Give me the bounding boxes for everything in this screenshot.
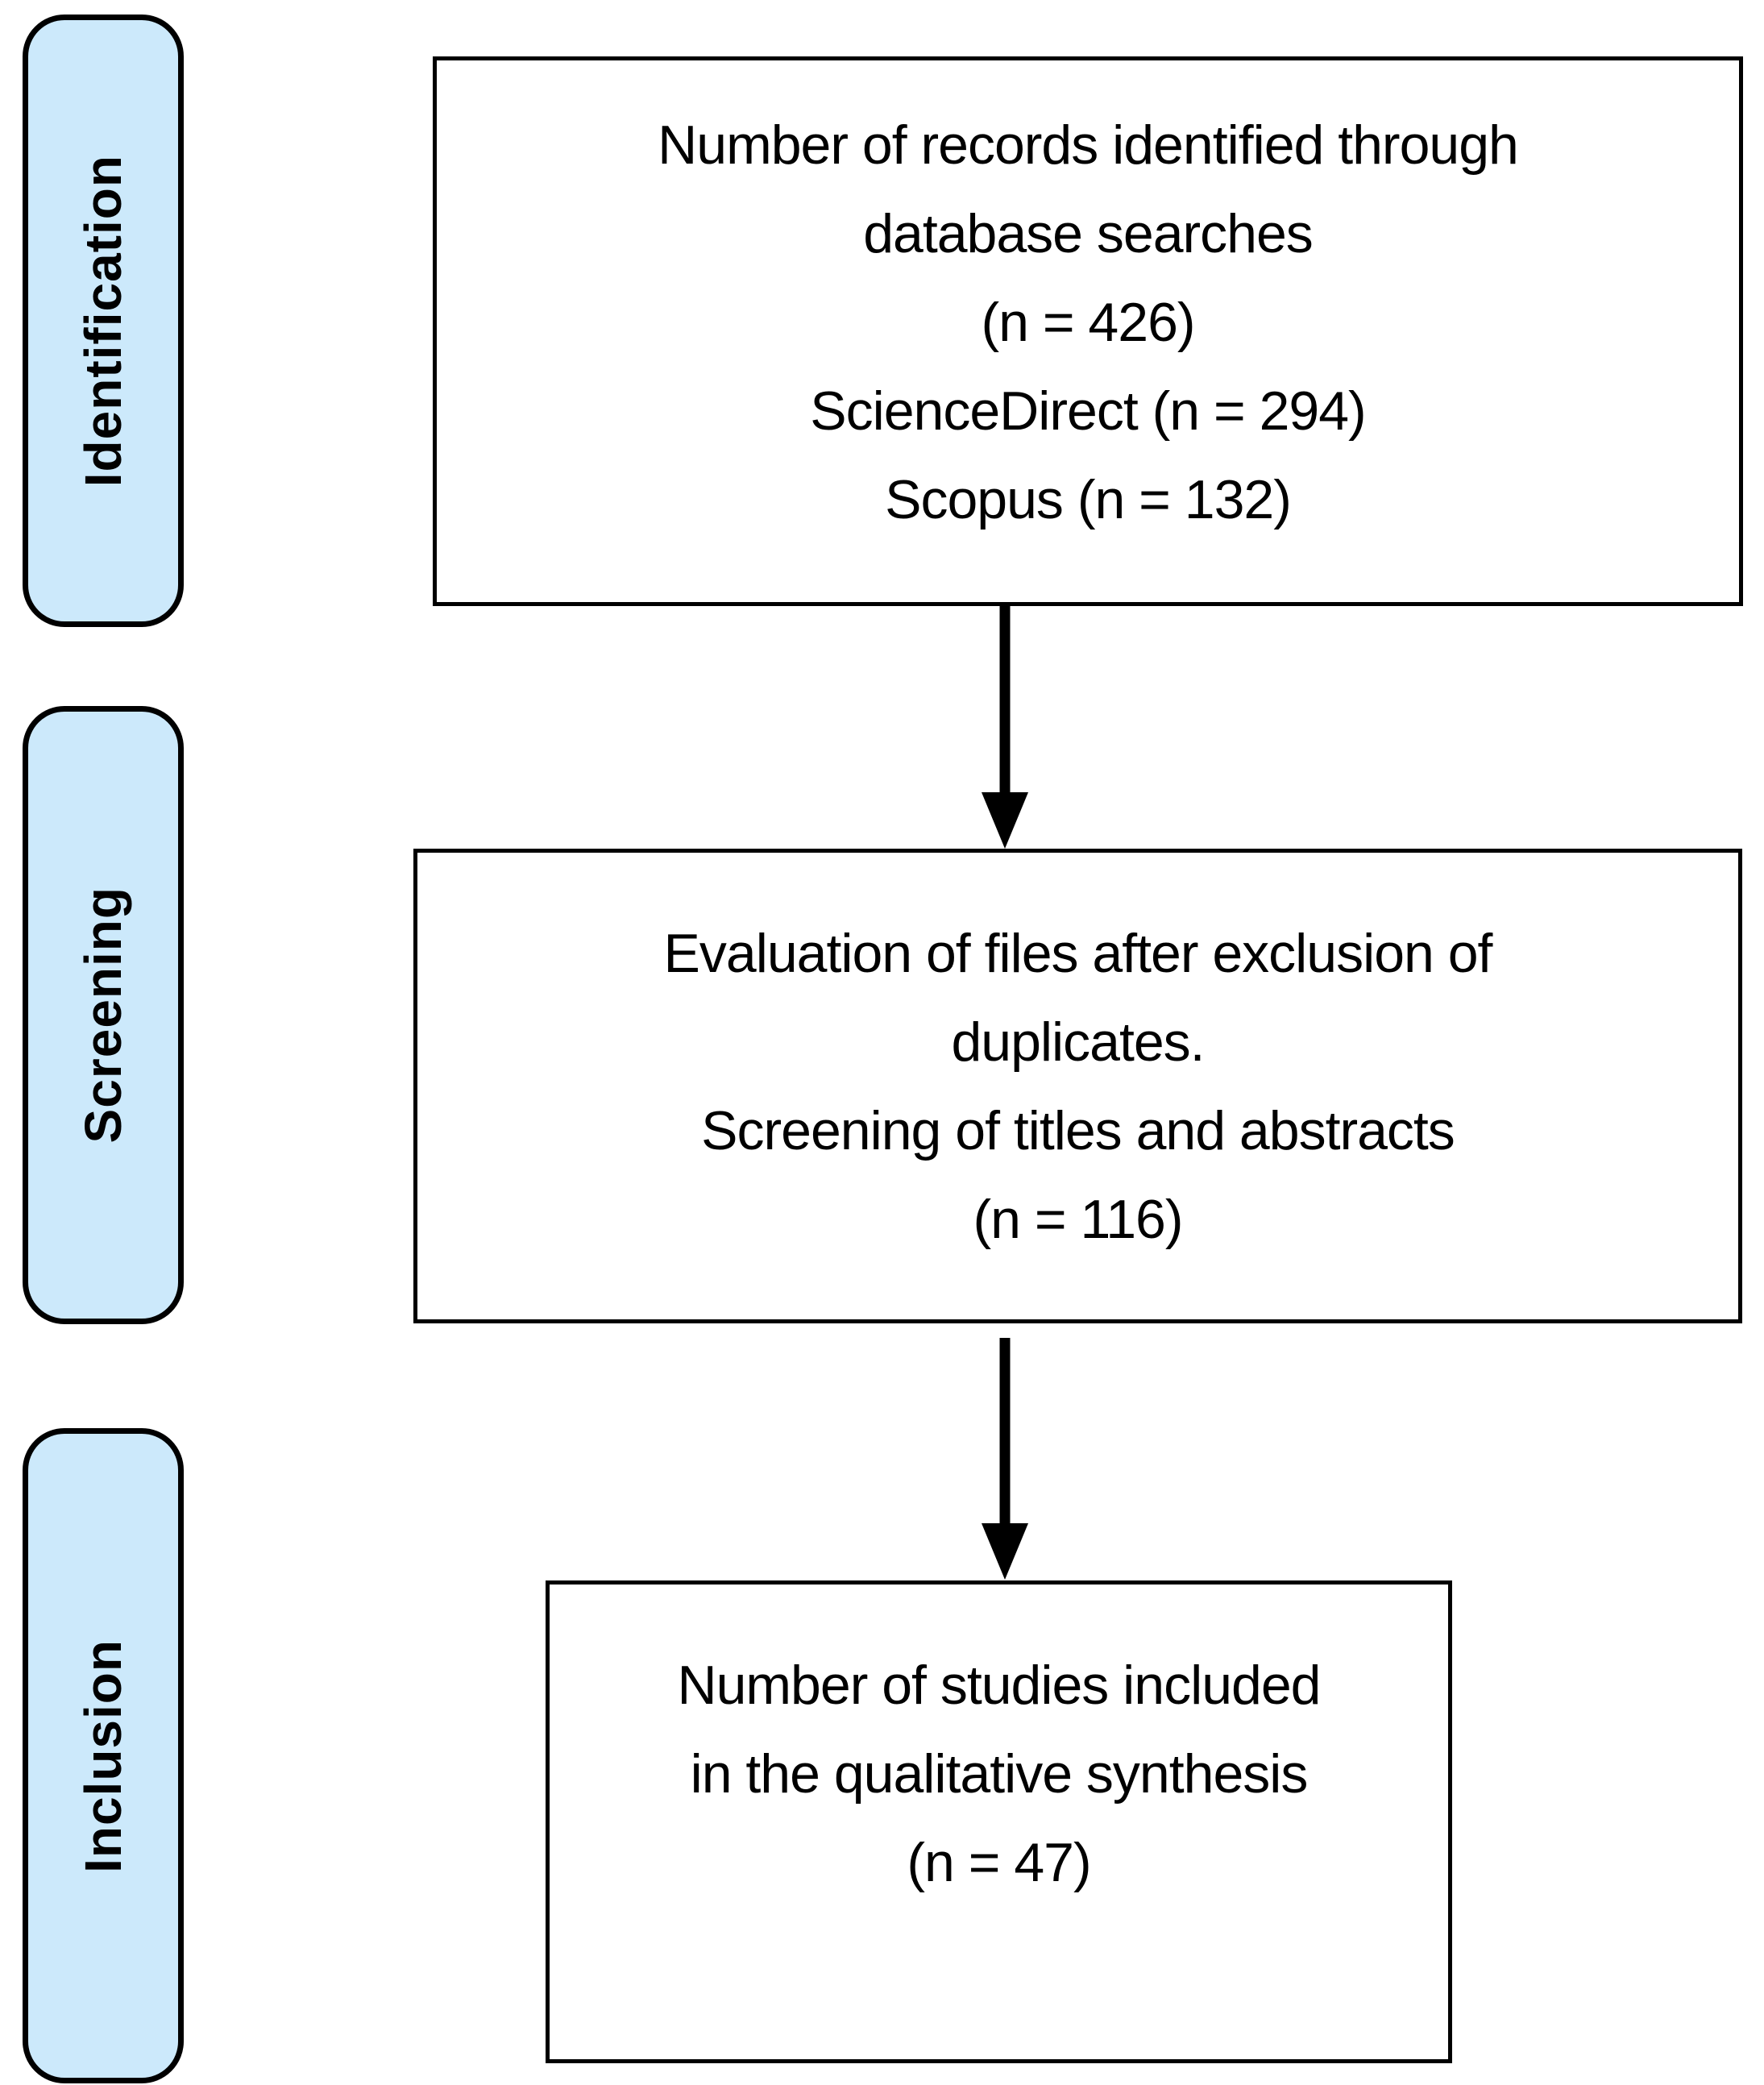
box-text-line: duplicates. <box>951 1011 1205 1073</box>
box-text-line: Evaluation of files after exclusion of <box>663 923 1493 984</box>
stage-label-identification: Identification <box>23 15 184 627</box>
box-text-line: ScienceDirect (n = 294) <box>810 380 1366 442</box>
box-text-line: Scopus (n = 132) <box>885 469 1292 530</box>
arrow-identification-to-screening <box>982 606 1028 849</box>
flow-box-records-identified: Number of records identified through dat… <box>433 56 1743 606</box>
flow-box-studies-included: Number of studies included in the qualit… <box>546 1580 1452 2063</box>
stage-label-identification-text: Identification <box>74 154 132 488</box>
box-text-line: (n = 47) <box>907 1832 1091 1893</box>
arrow-screening-to-inclusion <box>982 1338 1028 1580</box>
box-text-line: (n = 426) <box>981 292 1195 353</box>
box-text-line: (n = 116) <box>973 1189 1183 1250</box>
box-text-line: in the qualitative synthesis <box>690 1743 1309 1805</box>
box-text-line: Screening of titles and abstracts <box>701 1100 1455 1161</box>
flow-box-screening: Evaluation of files after exclusion of d… <box>413 849 1742 1323</box>
stage-label-inclusion: Inclusion <box>23 1428 184 2083</box>
box-text-line: database searches <box>863 203 1314 264</box>
stage-label-inclusion-text: Inclusion <box>74 1639 132 1873</box>
box-text-line: Number of records identified through <box>658 114 1519 176</box>
box-text-line: Number of studies included <box>677 1655 1321 1716</box>
stage-label-screening: Screening <box>23 706 184 1324</box>
stage-label-screening-text: Screening <box>74 887 132 1144</box>
